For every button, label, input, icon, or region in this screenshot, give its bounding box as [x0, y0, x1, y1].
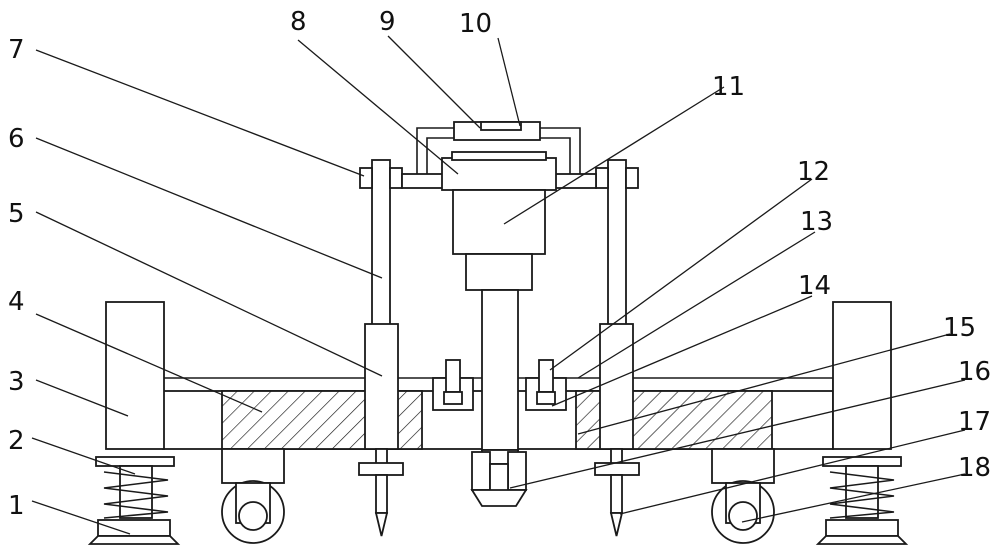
- label-9: 9: [379, 7, 396, 37]
- right-castor-wheel: [711, 448, 775, 544]
- right-clamp: [525, 359, 567, 411]
- left-castor-wheel: [221, 448, 285, 544]
- left-support-column: [105, 301, 165, 450]
- label-18: 18: [958, 453, 991, 483]
- label-2: 2: [8, 426, 25, 456]
- left-rod-assembly: [358, 159, 404, 537]
- label-10: 10: [459, 9, 492, 39]
- label-13: 13: [800, 207, 833, 237]
- leader-lines: [31, 35, 966, 535]
- label-17: 17: [958, 407, 991, 437]
- label-5: 5: [8, 199, 25, 229]
- label-12: 12: [797, 157, 830, 187]
- label-6: 6: [8, 124, 25, 154]
- label-16: 16: [958, 357, 991, 387]
- drill-motor: [441, 151, 557, 291]
- right-spring-foot: [815, 456, 909, 545]
- right-support-column: [832, 301, 892, 450]
- drill-spindle: [470, 289, 528, 507]
- label-7: 7: [8, 35, 25, 65]
- left-clamp: [432, 359, 474, 411]
- label-8: 8: [290, 7, 307, 37]
- label-14: 14: [798, 271, 831, 301]
- label-15: 15: [943, 313, 976, 343]
- label-11: 11: [712, 72, 745, 102]
- callout-labels: 1 2 3 4 5 6 7 8 9 10 11 12 13 14 15 16 1…: [8, 7, 991, 521]
- right-rod-assembly: [594, 159, 640, 537]
- label-1: 1: [8, 491, 25, 521]
- left-spring-foot: [87, 456, 181, 545]
- label-4: 4: [8, 287, 25, 317]
- label-3: 3: [8, 367, 25, 397]
